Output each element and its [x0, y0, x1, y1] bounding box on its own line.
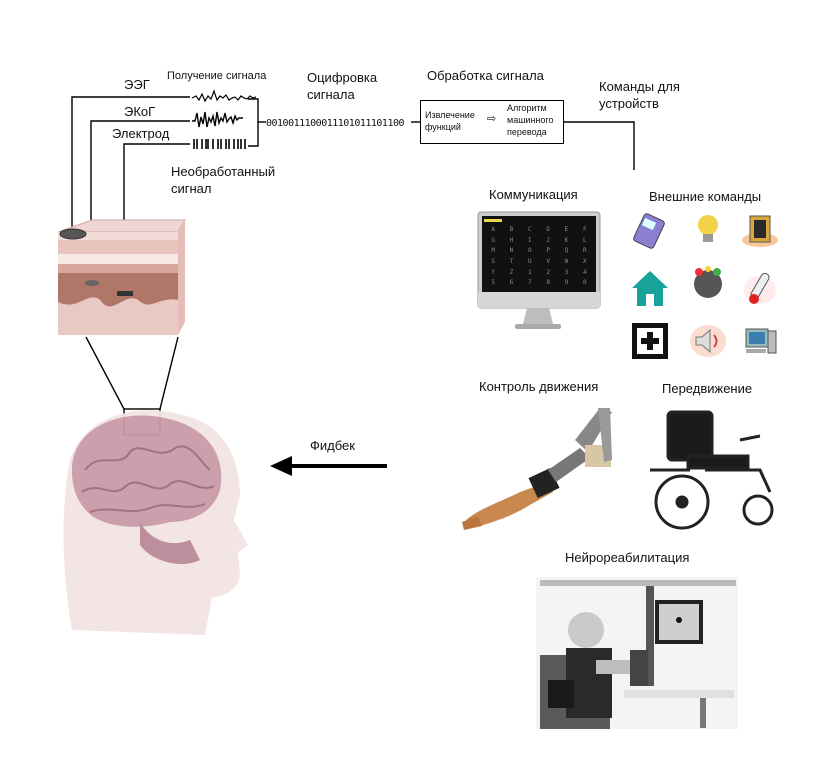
keyboard-key: A	[491, 226, 495, 233]
keyboard-key: T	[509, 257, 514, 265]
keyboard-key: K	[564, 236, 569, 244]
digitization-label-1: Оцифровка	[307, 70, 378, 85]
keyboard-key: 7	[528, 279, 532, 287]
head-icon	[688, 264, 728, 304]
feature-extraction-label-1: Извлечение	[425, 110, 475, 120]
motion-control-label: Контроль движения	[479, 379, 599, 394]
ecog-waveform	[192, 111, 243, 128]
phone-icon	[630, 210, 670, 250]
device-commands-label-2: устройств	[599, 96, 659, 111]
neurorehab-photo	[536, 577, 738, 729]
signal-processing-label: Обработка сигнала	[427, 68, 544, 83]
keyboard-key: G	[491, 236, 495, 244]
head-illustration	[63, 410, 248, 635]
eeg-label: ЭЭГ	[124, 77, 150, 92]
keyboard-key: P	[546, 247, 550, 255]
keyboard-key: S	[491, 257, 495, 265]
onscreen-keyboard: A B C D E F G H I J K L M N O P Q R S T U V W X Y Z 1 2 3 4 5 6 7 8 9 0	[484, 225, 594, 289]
keyboard-key: 2	[546, 268, 550, 276]
keyboard-key: L	[583, 236, 587, 244]
keyboard-key: 4	[583, 268, 587, 276]
keyboard-key: 5	[491, 279, 495, 287]
keyboard-key: Q	[564, 247, 569, 255]
keyboard-key: Y	[491, 268, 495, 276]
algorithm-label-2: машинного	[507, 115, 554, 125]
keyboard-key: V	[546, 257, 550, 265]
keyboard-key: M	[491, 247, 495, 255]
keyboard-key: 3	[564, 268, 569, 276]
communication-label: Коммуникация	[489, 187, 578, 202]
keyboard-key: Z	[509, 268, 514, 276]
keyboard-key: 9	[564, 279, 569, 287]
keyboard-key: U	[528, 257, 532, 265]
signal-acquisition-label: Получение сигнала	[167, 70, 267, 82]
keyboard-key: E	[564, 226, 569, 233]
keyboard-key: N	[509, 247, 514, 255]
keyboard-key: H	[509, 236, 514, 244]
monitor-illustration	[477, 211, 601, 329]
keyboard-key: W	[564, 257, 569, 265]
arrow-right-icon: ⇨	[487, 113, 497, 125]
cortex-block	[57, 219, 186, 335]
keyboard-key: 6	[509, 279, 514, 287]
keyboard-key: 1	[528, 268, 532, 276]
raw-signal-label-2: сигнал	[171, 181, 212, 196]
prosthetic-arm-illustration	[462, 408, 612, 530]
wheelchair-illustration	[650, 410, 774, 530]
processing-box: Извлечение функций ⇨ Алгоритм машинного …	[420, 100, 564, 144]
keyboard-key: R	[583, 247, 587, 255]
feedback-label: Фидбек	[310, 438, 355, 453]
eeg-waveform	[191, 89, 257, 103]
computer-icon	[740, 321, 780, 361]
ecog-label: ЭКоГ	[124, 104, 156, 119]
neurorehab-label: Нейрореабилитация	[565, 550, 690, 565]
external-commands-label: Внешние команды	[649, 189, 762, 204]
algorithm-label-1: Алгоритм	[507, 103, 547, 113]
keyboard-key: X	[583, 257, 587, 265]
plus-icon	[630, 321, 670, 361]
electrode-label: Электрод	[112, 126, 170, 141]
keyboard-key: D	[546, 226, 550, 233]
keyboard-key: B	[509, 226, 514, 233]
keyboard-key: 0	[583, 279, 587, 287]
safe-icon	[740, 210, 780, 250]
keyboard-key: O	[528, 247, 532, 255]
algorithm-label-3: перевода	[507, 127, 547, 137]
feature-extraction-label-2: функций	[425, 122, 461, 132]
keyboard-key: C	[528, 226, 532, 233]
digitization-label-2: сигнала	[307, 87, 355, 102]
locomotion-label: Передвижение	[662, 381, 753, 396]
home-icon	[630, 268, 670, 308]
speaker-icon	[688, 321, 728, 361]
raw-signal-label-1: Необработанный	[171, 164, 276, 179]
light-bulb-icon	[688, 210, 728, 250]
thermometer-icon	[740, 268, 780, 308]
keyboard-key: J	[546, 236, 550, 244]
keyboard-key: I	[528, 236, 532, 244]
spike-train	[193, 139, 246, 149]
device-commands-label-1: Команды для	[599, 79, 680, 94]
binary-stream: 0010011100011101011101100	[266, 118, 405, 129]
keyboard-key: 8	[546, 279, 550, 287]
keyboard-key: F	[583, 226, 587, 233]
